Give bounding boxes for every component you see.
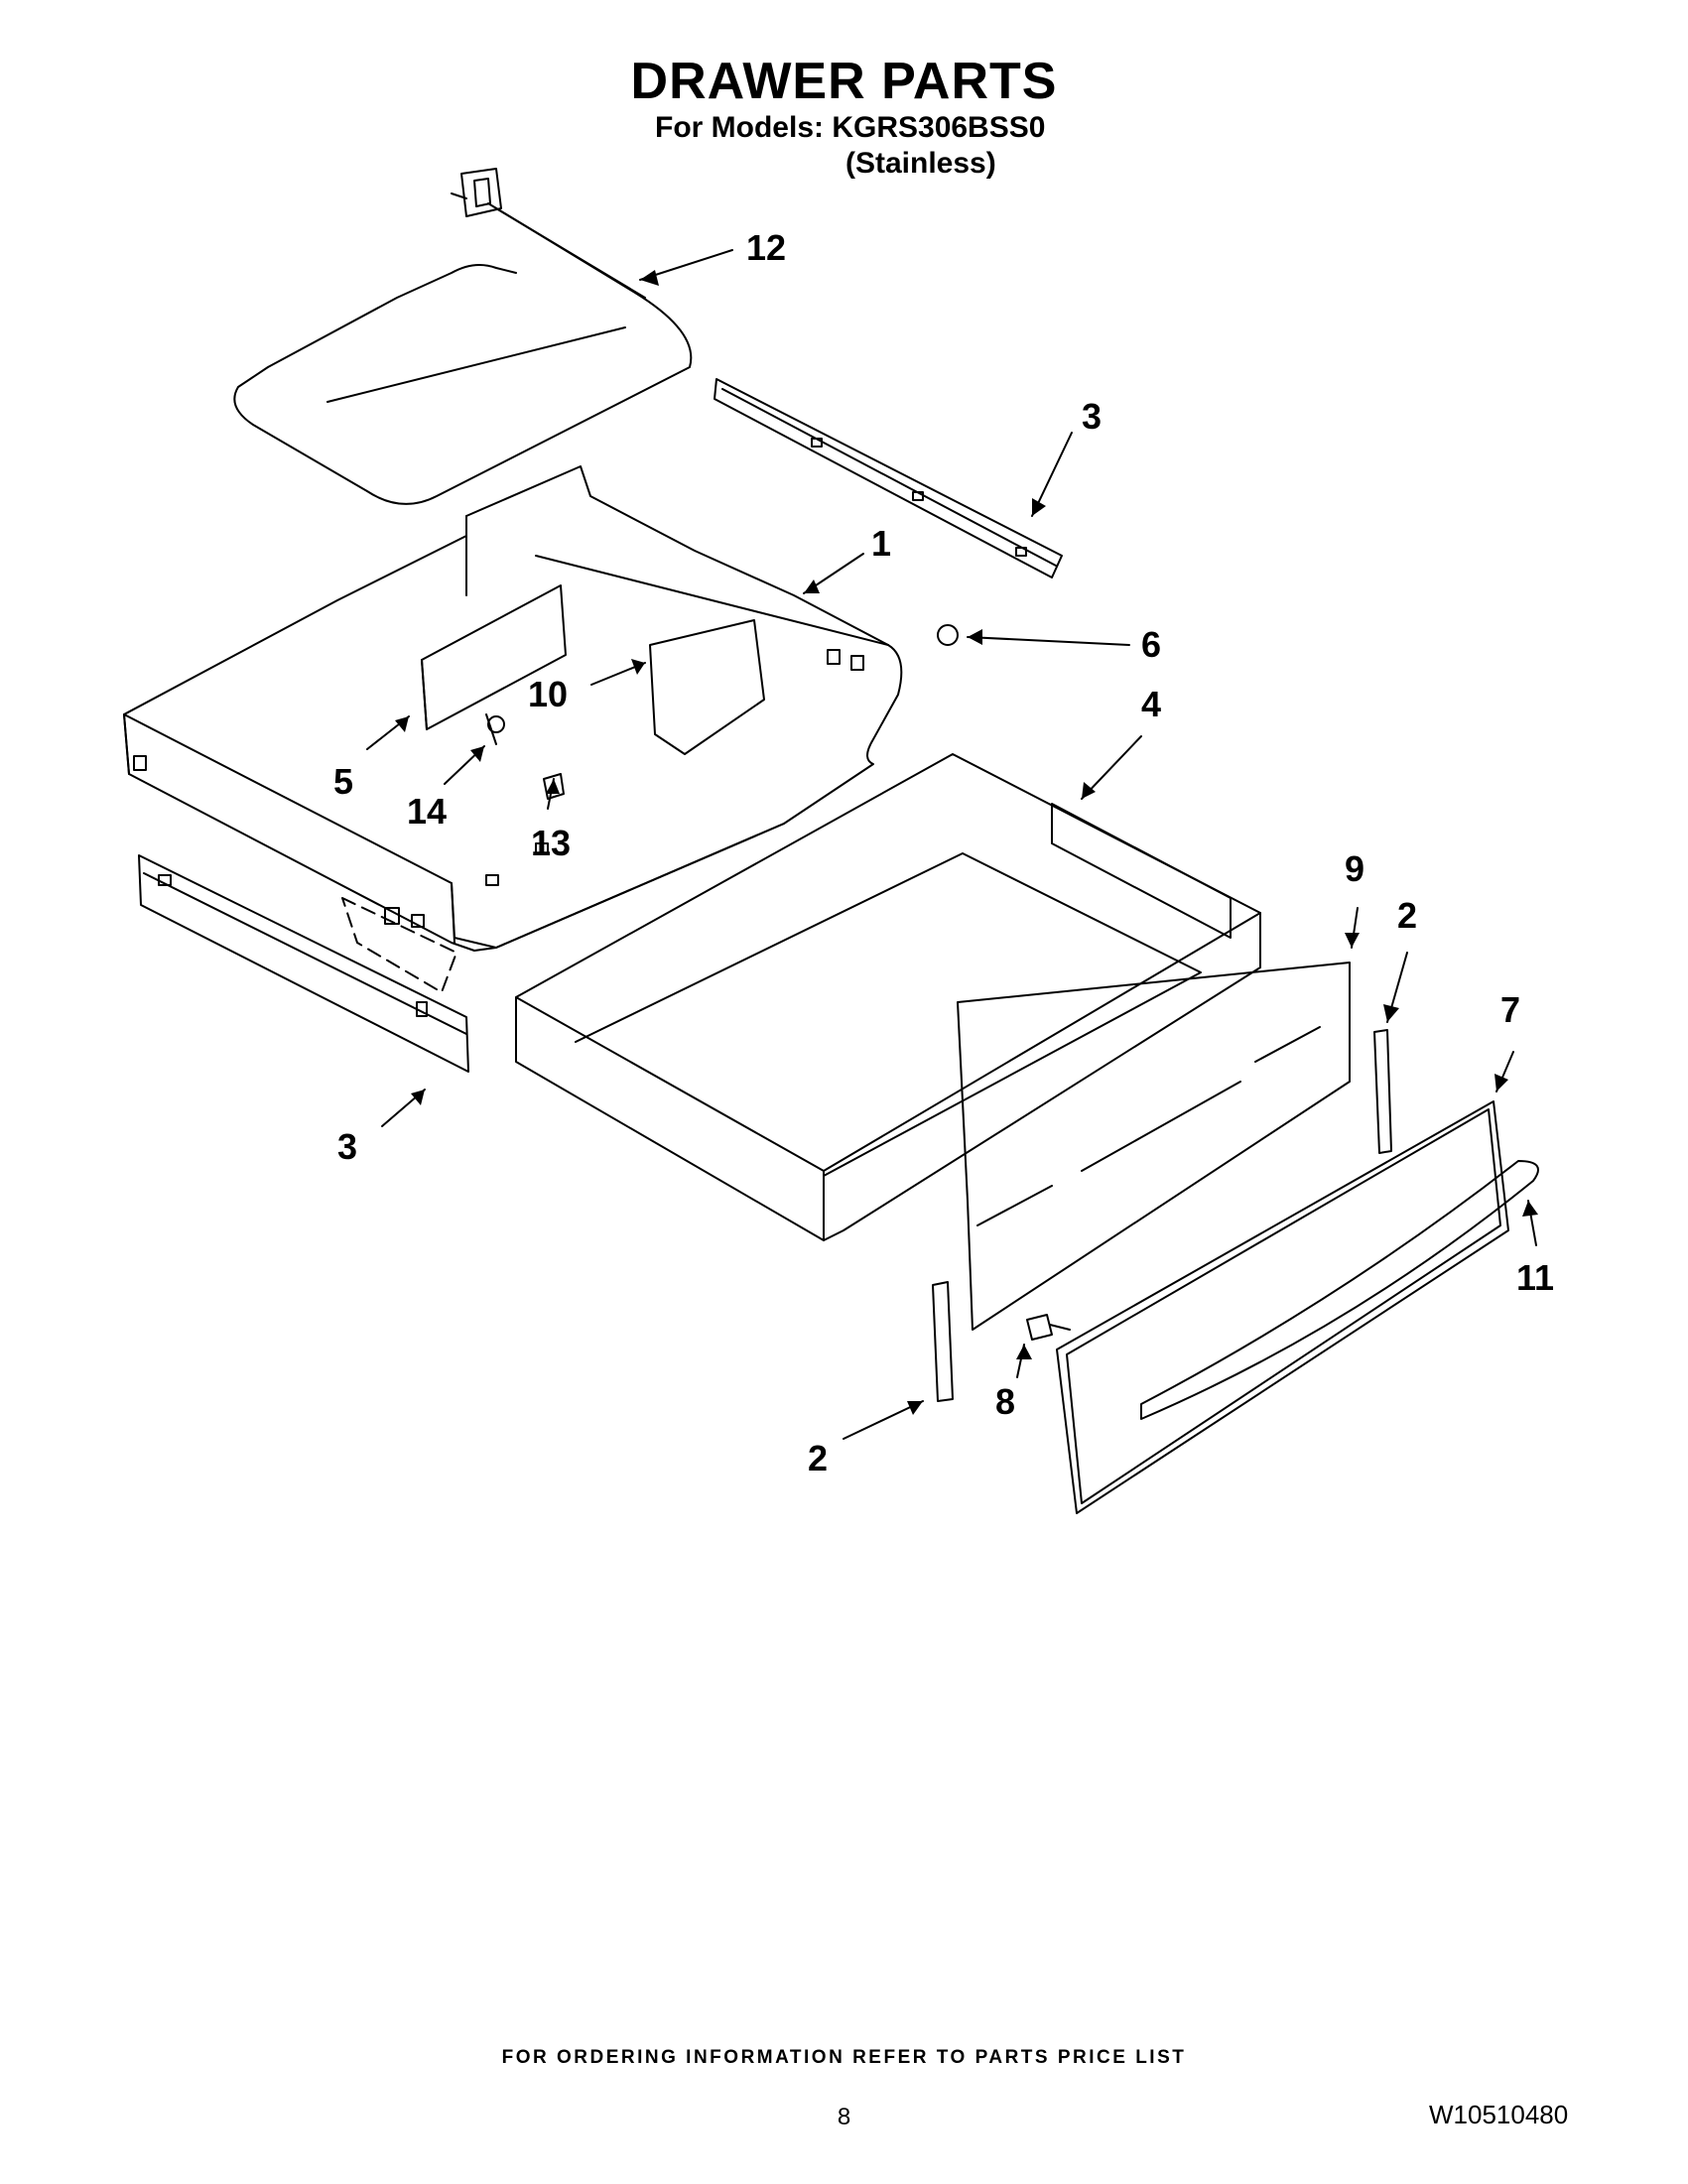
callout-3-lower: 3 bbox=[337, 1126, 357, 1167]
upper-rail-part bbox=[714, 378, 1063, 578]
callout-4: 4 bbox=[1141, 684, 1161, 724]
drawer-tray-part bbox=[515, 753, 1261, 1241]
callout-7: 7 bbox=[1500, 989, 1520, 1030]
lower-rail-part bbox=[138, 854, 469, 1073]
document-number: W10510480 bbox=[1429, 2100, 1569, 2129]
callout-6: 6 bbox=[1141, 624, 1161, 665]
drawer-housing-part bbox=[123, 465, 903, 993]
page-title: DRAWER PARTS bbox=[630, 53, 1058, 110]
callout-9: 9 bbox=[1345, 848, 1364, 889]
callout-labels: 12 3 1 6 4 10 5 14 13 9 2 7 3 11 8 2 bbox=[333, 227, 1554, 1478]
callout-5: 5 bbox=[333, 761, 353, 802]
bake-element-part bbox=[233, 168, 693, 505]
callout-2-upper: 2 bbox=[1397, 895, 1417, 936]
callout-8: 8 bbox=[995, 1381, 1015, 1422]
ordering-note: FOR ORDERING INFORMATION REFER TO PARTS … bbox=[501, 2047, 1187, 2068]
callout-3-upper: 3 bbox=[1082, 396, 1102, 437]
callout-1: 1 bbox=[871, 523, 891, 564]
callout-12: 12 bbox=[746, 227, 786, 268]
callout-14: 14 bbox=[407, 791, 447, 832]
callout-11: 11 bbox=[1516, 1257, 1554, 1298]
drawer-panel-part bbox=[957, 962, 1351, 1331]
models-line: For Models: KGRS306BSS0 bbox=[655, 111, 1046, 144]
slide-bracket-lower-part bbox=[932, 1281, 954, 1402]
page-number: 8 bbox=[837, 2104, 851, 2130]
fastener-parts bbox=[485, 624, 959, 800]
callout-10: 10 bbox=[528, 674, 568, 714]
screw-part bbox=[1026, 1314, 1071, 1341]
drawer-front-part bbox=[1056, 1100, 1539, 1514]
callout-13: 13 bbox=[531, 823, 571, 863]
slide-bracket-upper-part bbox=[1373, 1029, 1392, 1154]
model-variant: (Stainless) bbox=[845, 147, 996, 180]
callout-2-lower: 2 bbox=[808, 1438, 828, 1478]
